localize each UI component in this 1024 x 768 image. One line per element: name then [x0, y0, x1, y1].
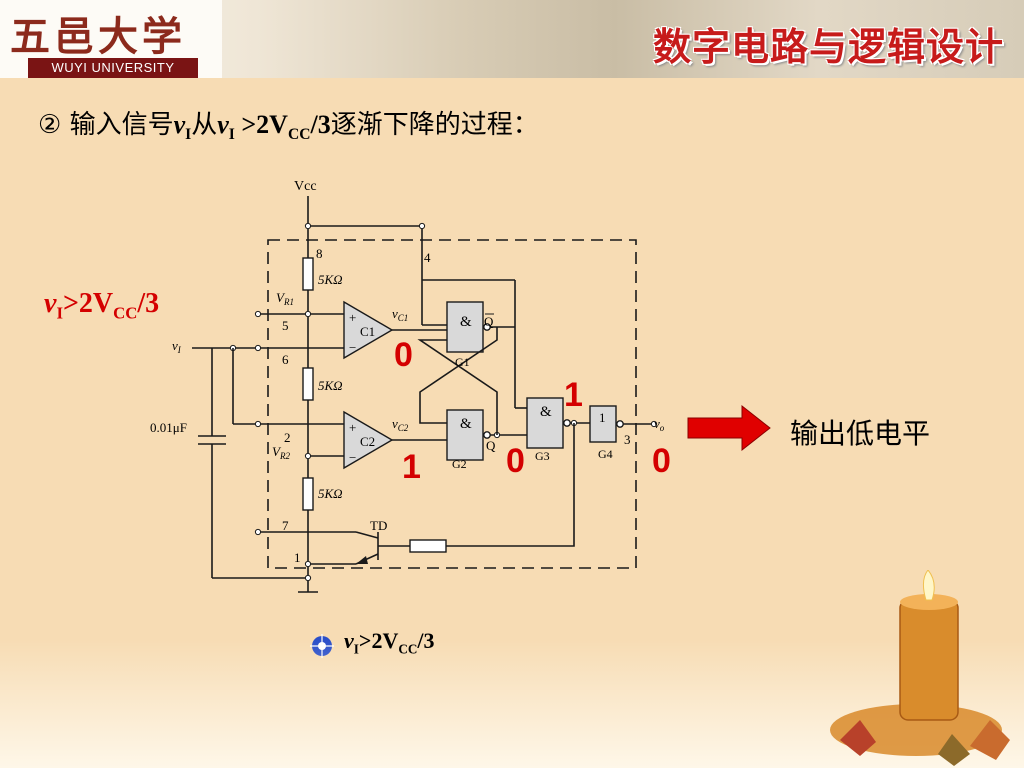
g2-label: G2	[452, 457, 467, 471]
gate-g2	[446, 409, 484, 461]
chip-boundary	[267, 239, 637, 569]
pin7-terminal	[254, 528, 262, 536]
c1-plus-sign: +	[349, 310, 356, 325]
q-label: Q	[486, 438, 496, 453]
pin5-terminal	[254, 310, 262, 318]
cross-couple-1	[419, 327, 498, 424]
td-label: TD	[370, 518, 387, 533]
vo-terminal	[650, 420, 658, 428]
candle-decoration-icon	[830, 570, 1010, 766]
pin2-terminal	[254, 420, 262, 428]
pin-1-label: 1	[294, 550, 301, 565]
pin-4-label: 4	[424, 250, 431, 265]
level-c1-output: 0	[394, 336, 413, 374]
pin-6-label: 6	[282, 352, 289, 367]
pin-7-label: 7	[282, 518, 289, 533]
node	[304, 574, 312, 582]
pin-5-label: 5	[282, 318, 289, 333]
output-low-text: 输出低电平	[790, 417, 931, 450]
g3-and-symbol: &	[540, 404, 552, 420]
university-name-cn: 五邑大学	[10, 13, 186, 60]
vr2-label: VR2	[272, 444, 290, 461]
resistor-3	[302, 477, 314, 511]
g1-label: G1	[455, 355, 470, 369]
pin-8-label: 8	[316, 246, 323, 261]
gate-g1	[446, 301, 484, 353]
bottom-condition-note: vI>2VCC/3	[344, 628, 435, 657]
g2-and-symbol: &	[460, 416, 472, 432]
c2-label: C2	[360, 434, 375, 449]
c1-minus-sign: −	[349, 340, 356, 355]
c2-minus-sign: −	[349, 450, 356, 465]
vo-label: vo	[654, 416, 665, 433]
td-arrow	[356, 556, 368, 564]
cross-couple-2	[417, 339, 498, 435]
capacitor-label: 0.01μF	[150, 420, 187, 435]
input-condition-label: vI>2VCC/3	[44, 288, 160, 323]
g1-and-symbol: &	[460, 314, 472, 330]
node	[304, 310, 312, 318]
c2-plus-sign: +	[349, 420, 356, 435]
g4-label: G4	[598, 447, 613, 461]
level-g3-input: 1	[564, 376, 583, 414]
vr1-label: VR1	[276, 290, 294, 307]
pin-2-label: 2	[284, 430, 291, 445]
resistor-3-label: 5KΩ	[318, 486, 343, 501]
pin-3-label: 3	[624, 432, 631, 447]
comparator-c2	[343, 410, 394, 470]
discharge-resistor	[409, 539, 447, 553]
node	[304, 222, 312, 230]
g4-bubble	[616, 420, 624, 428]
g3-label: G3	[535, 449, 550, 463]
resistor-2	[302, 367, 314, 401]
vcc-label: Vcc	[294, 179, 317, 194]
level-vo: 0	[652, 442, 671, 480]
pin6-terminal	[254, 344, 262, 352]
vc1-label: vC1	[392, 306, 408, 323]
resistor-2-label: 5KΩ	[318, 378, 343, 393]
vi-input-label: vI	[172, 338, 182, 355]
slide-header: 五邑大学 WUYI UNIVERSITY 数字电路与逻辑设计	[0, 0, 1024, 78]
c1-label: C1	[360, 324, 375, 339]
g3-bubble	[563, 419, 571, 427]
resistor-1-label: 5KΩ	[318, 272, 343, 287]
vc2-label: vC2	[392, 416, 409, 433]
node	[304, 452, 312, 460]
discharge-wire	[446, 423, 575, 547]
g4-inverter-symbol: 1	[599, 410, 606, 425]
university-name-en: WUYI UNIVERSITY	[28, 58, 198, 78]
gate-g3	[526, 397, 564, 449]
gate-g4	[589, 405, 617, 443]
university-logo: 五邑大学 WUYI UNIVERSITY	[0, 0, 222, 78]
node	[418, 222, 426, 230]
slide-subtitle: ② 输入信号vI从vI >2VCC/3逐渐下降的过程：	[38, 110, 539, 144]
node	[304, 560, 312, 568]
comparator-c1	[343, 300, 394, 360]
level-q: 0	[506, 442, 525, 480]
qbar-label: Q	[484, 314, 494, 329]
resistor-1	[302, 257, 314, 291]
course-title: 数字电路与逻辑设计	[652, 25, 1004, 69]
td-collector	[355, 531, 379, 539]
output-arrow-icon	[687, 404, 771, 452]
level-c2-output: 1	[402, 448, 421, 486]
